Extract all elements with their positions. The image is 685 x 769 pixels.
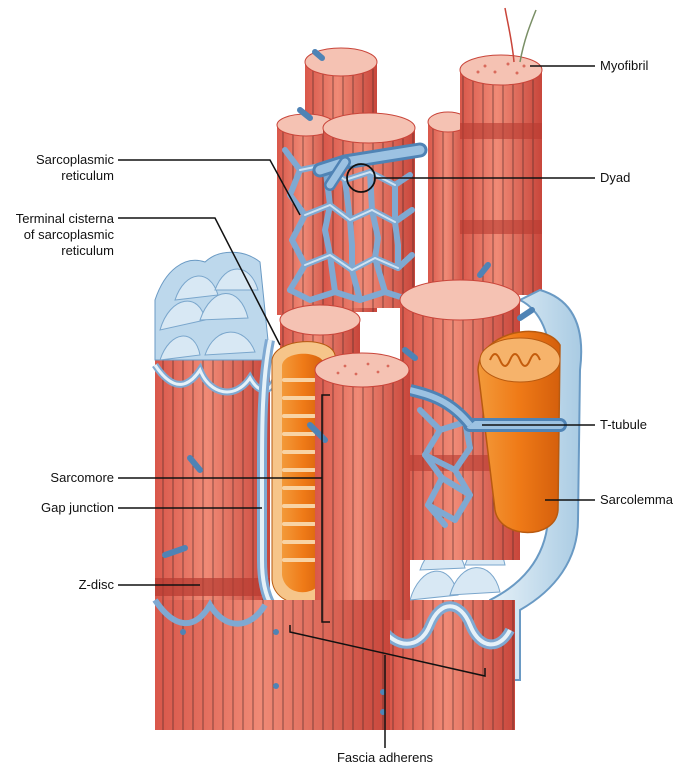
label-gap-junction: Gap junction — [0, 500, 114, 516]
label-fascia-adherens: Fascia adherens — [300, 750, 470, 766]
label-sarcolemma: Sarcolemma — [600, 492, 673, 508]
label-t-tubule: T-tubule — [600, 417, 647, 433]
bottom-fiber-block — [155, 600, 390, 730]
label-sarcoplasmic-reticulum: Sarcoplasmic reticulum — [0, 152, 114, 184]
label-z-disc: Z-disc — [0, 577, 114, 593]
label-myofibril: Myofibril — [600, 58, 648, 74]
leader-sarcoplasmic-reticulum — [118, 160, 300, 215]
label-sarcomere: Sarcomore — [0, 470, 114, 486]
myofilament-strands — [505, 8, 536, 62]
label-dyad: Dyad — [600, 170, 630, 186]
myofibril-cylinder-top-right — [460, 55, 542, 295]
label-terminal-cisterna: Terminal cisterna of sarcoplasmic reticu… — [0, 211, 114, 259]
front-myofibril — [315, 353, 410, 620]
